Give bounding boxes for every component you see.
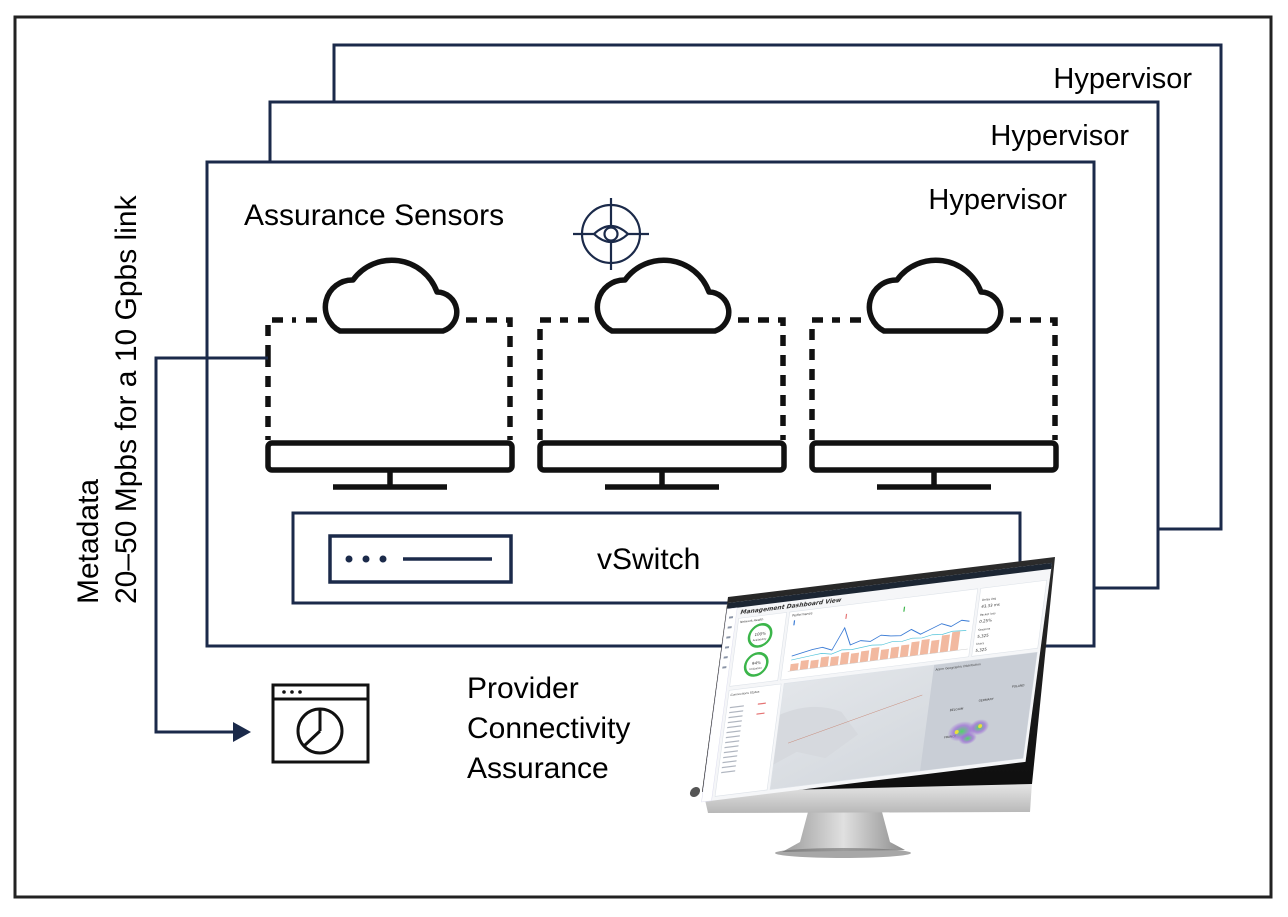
dash-stat-1-label: Delay Avg: [982, 596, 997, 602]
dash-map-title: Alarm Geographic Distribution: [935, 662, 981, 672]
dash-map-label-belgium: BELGIUM: [950, 707, 965, 713]
assurance-sensors-label: Assurance Sensors: [244, 199, 504, 232]
vm-monitor-icon: [809, 317, 1059, 490]
dash-gauge-1-value: 100%: [754, 631, 766, 637]
dash-stat-2-label: Packet loss: [980, 611, 996, 617]
vswitch-label: vSwitch: [597, 543, 700, 576]
provider-label-line2: Connectivity: [467, 712, 630, 745]
cloud-icon: [594, 257, 732, 334]
cloud-icon: [322, 257, 460, 334]
dash-stat-3-label: Sessions: [978, 626, 991, 632]
outer-frame: [13, 15, 1273, 899]
sensor-eye-target-icon: [573, 198, 649, 270]
dash-gauge-2-value: 94%: [752, 660, 762, 666]
dash-gauge-1-label: Availability: [752, 637, 767, 643]
vm-unit-3: [809, 257, 1059, 490]
provider-label: Provider Connectivity Assurance: [467, 672, 630, 785]
vm-unit-1: [265, 257, 515, 490]
hypervisor-label-middle: Hypervisor: [990, 120, 1129, 152]
dashboard-pie-chart-icon: [271, 683, 370, 764]
provider-label-line1: Provider: [467, 672, 579, 705]
dash-connections-title: Connections Status: [730, 690, 760, 698]
metadata-connector-arrow: [154, 356, 268, 742]
cloud-icon: [866, 257, 1004, 334]
dash-stat-4-label: Users: [976, 641, 985, 646]
dash-map-label-germany: GERMANY: [978, 697, 994, 703]
dash-network-health-title: Network Health: [740, 617, 764, 624]
provider-label-line3: Assurance: [467, 752, 609, 785]
hypervisor-label-front: Hypervisor: [928, 184, 1067, 216]
vm-unit-2: [537, 257, 787, 490]
imac-dashboard-screenshot: Management Dashboard View Network Health…: [689, 557, 1055, 858]
switch-device-icon: [328, 534, 513, 584]
vm-monitor-icon: [265, 317, 515, 490]
metadata-label-line1: Metadata: [72, 479, 105, 604]
dash-stat-3-value: 5,325: [977, 633, 990, 639]
imac-stand: [782, 812, 905, 852]
dash-stat-2-value: 0.25%: [979, 617, 992, 624]
dash-gauge-2-label: Utilization: [749, 666, 762, 672]
dash-map-label-poland: POLAND: [1012, 683, 1026, 689]
dash-stat-1-value: 43.33 ms: [981, 602, 1000, 609]
metadata-label: 20–50 Mpbs for a 10 Gpbs link Metadata: [72, 194, 143, 604]
metadata-label-line2: 20–50 Mpbs for a 10 Gpbs link: [110, 194, 143, 604]
hypervisor-label-back: Hypervisor: [1053, 63, 1192, 95]
dash-performance-title: Performance: [792, 611, 813, 617]
dash-stat-4-value: 5,325: [975, 647, 988, 653]
vm-monitor-icon: [537, 317, 787, 490]
